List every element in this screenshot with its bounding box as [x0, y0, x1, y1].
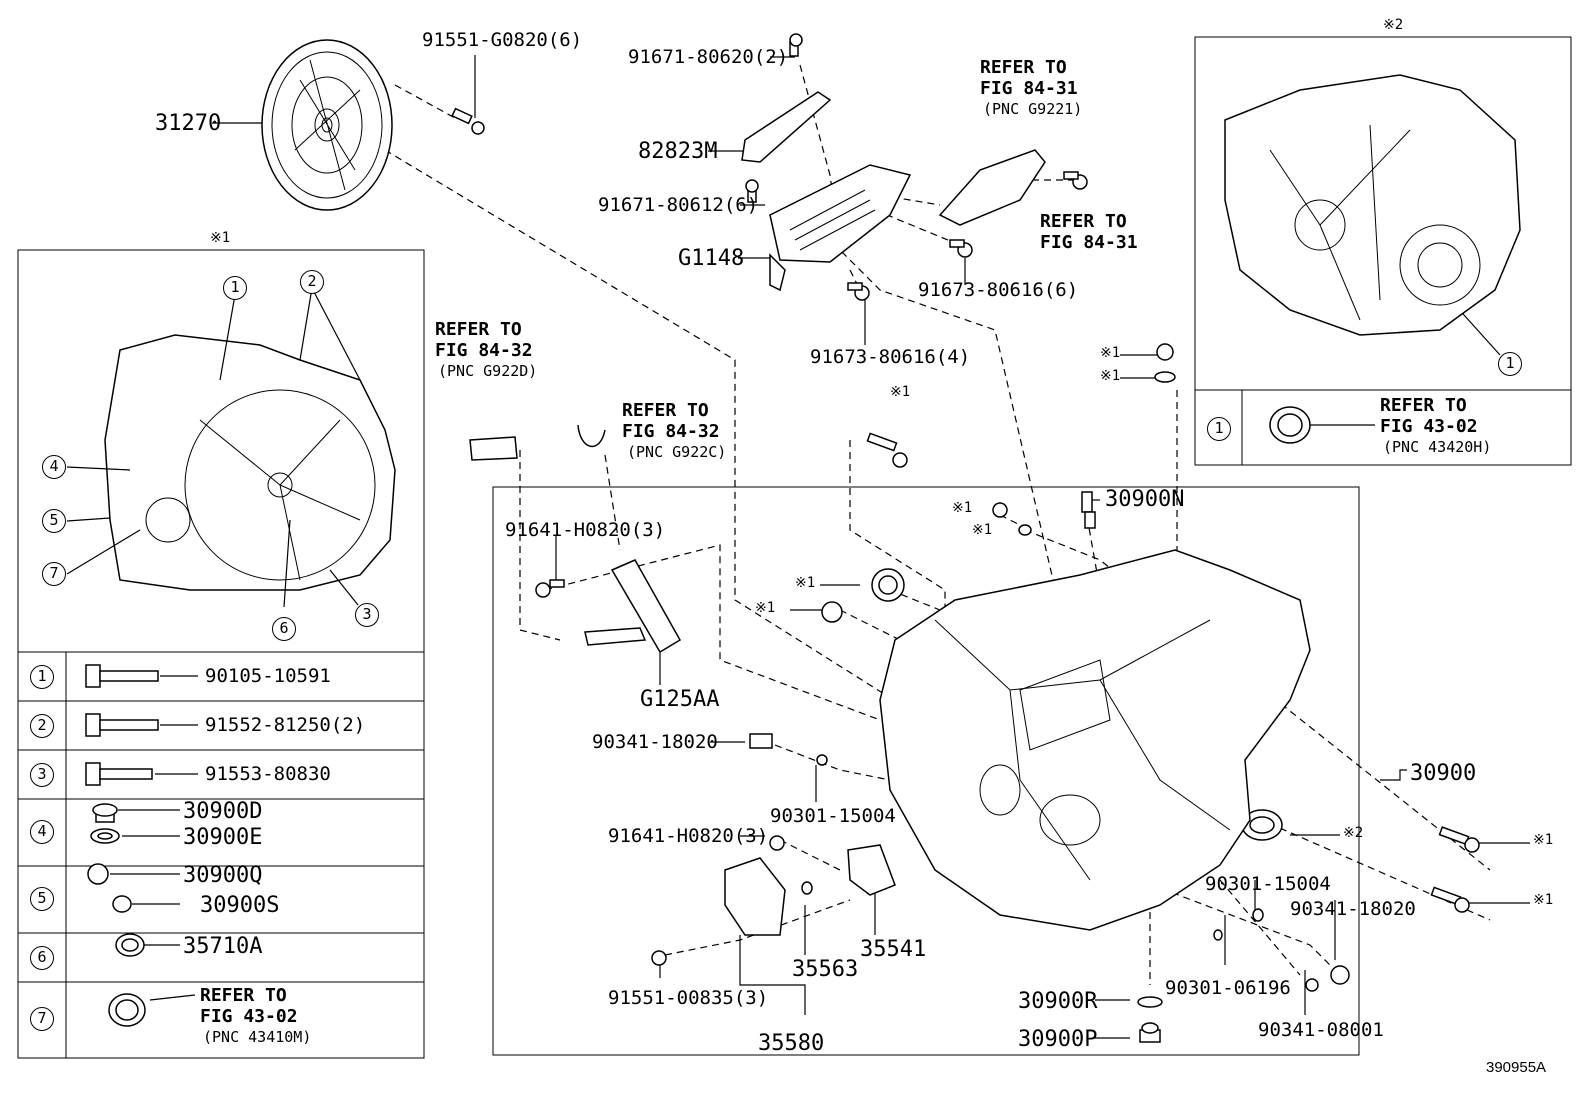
pipe-g922d — [469, 436, 518, 461]
note-mark-1: ※1 — [1533, 892, 1554, 908]
callout-7: 7 — [42, 562, 66, 586]
table-row-5-num: 5 — [30, 887, 54, 911]
label-91551-00835: 91551-00835(3) — [608, 987, 769, 1009]
ref-84-31-b-line2: FIG 84-31 — [1040, 232, 1138, 253]
callout-5: 5 — [42, 509, 66, 533]
table-row-7-num: 7 — [30, 1007, 54, 1031]
label-90301-15004-b: 90301-15004 — [1205, 873, 1331, 895]
label-90301-06196: 90301-06196 — [1165, 977, 1291, 999]
note-mark-1: ※1 — [755, 600, 776, 616]
table-row-3-part: 91553-80830 — [205, 763, 331, 785]
table-row-7-ref-line1: REFER TO — [200, 985, 287, 1006]
table-row-1-part: 90105-10591 — [205, 665, 331, 687]
table-row-5-part-a: 30900Q — [183, 863, 263, 888]
inset-right-ref-line1: REFER TO — [1380, 395, 1467, 416]
note-mark-1: ※1 — [1100, 368, 1121, 384]
label-91641-h0820-b: 91641-H0820(3) — [608, 825, 769, 847]
inset-table-bolts — [85, 664, 159, 1027]
bolt-icons — [451, 33, 1480, 1043]
note-mark-1: ※1 — [795, 575, 816, 591]
ref-84-31-a-line1: REFER TO — [980, 57, 1067, 78]
label-g125aa: G125AA — [640, 687, 720, 712]
inset-left-mark: ※1 — [210, 230, 231, 246]
table-row-4-part-b: 30900E — [183, 825, 263, 850]
label-91671-80612: 91671-80612(6) — [598, 194, 759, 216]
label-35541: 35541 — [860, 937, 927, 962]
note-mark-1: ※1 — [972, 522, 993, 538]
label-30900r: 30900R — [1018, 989, 1098, 1014]
part-31270-disc — [261, 39, 393, 211]
table-row-2-num: 2 — [30, 714, 54, 738]
ref-84-32-d-line1: REFER TO — [435, 319, 522, 340]
ref-84-31-a-line3: (PNC G9221) — [983, 100, 1083, 118]
ref-84-31-b-line1: REFER TO — [1040, 211, 1127, 232]
label-91641-h0820-a: 91641-H0820(3) — [505, 519, 666, 541]
inset-right-mark: ※2 — [1383, 17, 1404, 33]
inset-right-ref-line3: (PNC 43420H) — [1383, 438, 1492, 456]
label-31270: 31270 — [155, 111, 222, 136]
note-mark-1: ※1 — [1100, 345, 1121, 361]
inset-left-case — [104, 334, 396, 591]
callout-6: 6 — [272, 617, 296, 641]
pipe-g922c — [577, 424, 606, 448]
ref-84-32-d-line2: FIG 84-32 — [435, 340, 533, 361]
label-91551-g0820: 91551-G0820(6) — [422, 29, 583, 51]
table-row-7-ref-line3: (PNC 43410M) — [203, 1028, 312, 1046]
note-mark-1: ※1 — [890, 384, 911, 400]
label-30900: 30900 — [1410, 761, 1477, 786]
inset-right-table-num: 1 — [1207, 417, 1231, 441]
callout-1: 1 — [1498, 352, 1522, 376]
label-90341-08001: 90341-08001 — [1258, 1019, 1384, 1041]
table-row-3-num: 3 — [30, 763, 54, 787]
ref-84-32-c-line3: (PNC G922C) — [627, 443, 727, 461]
part-35580-cover — [724, 857, 786, 936]
label-90301-15004-a: 90301-15004 — [770, 805, 896, 827]
label-35580: 35580 — [758, 1031, 825, 1056]
part-30900-transaxle-case — [879, 549, 1311, 931]
part-82823m-bracket — [741, 91, 832, 163]
label-90341-18020-b: 90341-18020 — [1290, 898, 1416, 920]
table-row-5-part-b: 30900S — [200, 893, 280, 918]
table-row-4-part-a: 30900D — [183, 799, 263, 824]
note-mark-1: ※1 — [952, 500, 973, 516]
part-connector-cover — [938, 149, 1046, 226]
label-30900p: 30900P — [1018, 1027, 1098, 1052]
label-91671-80620: 91671-80620(2) — [628, 46, 789, 68]
inset-right-ref-line2: FIG 43-02 — [1380, 416, 1478, 437]
table-row-6-num: 6 — [30, 946, 54, 970]
table-row-2-part: 91552-81250(2) — [205, 714, 366, 736]
note-mark-1: ※1 — [1533, 832, 1554, 848]
callout-4: 4 — [42, 455, 66, 479]
label-91673-80616-4: 91673-80616(4) — [810, 346, 971, 368]
callout-3: 3 — [355, 603, 379, 627]
table-row-4-num: 4 — [30, 820, 54, 844]
table-row-7-ref-line2: FIG 43-02 — [200, 1006, 298, 1027]
ref-84-32-d-line3: (PNC G922D) — [438, 362, 538, 380]
label-91673-80616-6: 91673-80616(6) — [918, 279, 1079, 301]
ref-84-32-c-line1: REFER TO — [622, 400, 709, 421]
part-35541 — [847, 844, 896, 896]
label-30900n: 30900N — [1105, 487, 1185, 512]
part-g125aa-cooler — [584, 559, 682, 654]
callout-1: 1 — [223, 276, 247, 300]
callout-2: 2 — [300, 270, 324, 294]
table-row-1-num: 1 — [30, 665, 54, 689]
ref-84-31-a-line2: FIG 84-31 — [980, 78, 1078, 99]
label-90341-18020-a: 90341-18020 — [592, 731, 718, 753]
part-g1148-ecu — [769, 164, 912, 292]
label-82823m: 82823M — [638, 139, 718, 164]
label-35563: 35563 — [792, 957, 859, 982]
label-g1148: G1148 — [678, 246, 745, 271]
figure-code: 390955A — [1486, 1059, 1547, 1076]
inset-right-case — [1224, 74, 1521, 336]
ref-84-32-c-line2: FIG 84-32 — [622, 421, 720, 442]
table-row-6-part: 35710A — [183, 934, 263, 959]
note-mark-2: ※2 — [1343, 825, 1364, 841]
